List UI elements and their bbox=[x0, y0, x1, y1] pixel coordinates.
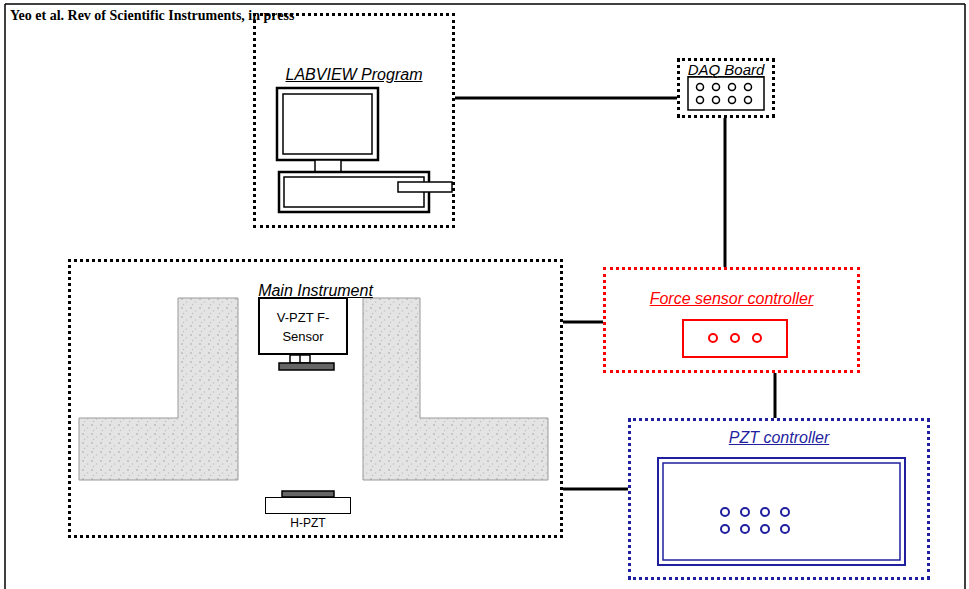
cable-line bbox=[563, 321, 603, 324]
computer-icon bbox=[277, 88, 452, 212]
cable-line bbox=[455, 97, 677, 100]
cable-line bbox=[563, 488, 628, 491]
instrument-box: Main InstrumentV-PZT F-SensorH-PZT bbox=[68, 259, 563, 538]
box-title: Force sensor controller bbox=[606, 290, 857, 308]
box-title: DAQ Board bbox=[680, 61, 772, 78]
cable-line bbox=[724, 118, 727, 267]
instrument-frame bbox=[79, 298, 548, 480]
probe bbox=[279, 355, 334, 497]
stage-box: H-PZT bbox=[262, 497, 354, 535]
controller-box: PZT controller bbox=[628, 418, 930, 580]
box-label: H-PZT bbox=[262, 516, 354, 530]
controller-panel bbox=[683, 320, 787, 357]
daq-ports bbox=[688, 77, 764, 110]
stage-plate bbox=[265, 497, 351, 514]
box-title: LABVIEW Program bbox=[256, 66, 452, 84]
software-box: LABVIEW Program bbox=[253, 13, 455, 228]
controller-panel bbox=[658, 458, 905, 565]
title: Yeo et al. Rev of Scientific Instruments… bbox=[10, 8, 294, 24]
box-title: PZT controller bbox=[631, 429, 927, 447]
controller-box: Force sensor controller bbox=[603, 267, 860, 373]
cable-line bbox=[774, 373, 777, 418]
page-frame bbox=[5, 4, 965, 589]
hardware-box: DAQ Board bbox=[677, 58, 775, 118]
box-label: V-PZT F-Sensor bbox=[260, 308, 346, 346]
actuator-box: V-PZT F-Sensor bbox=[258, 297, 348, 355]
